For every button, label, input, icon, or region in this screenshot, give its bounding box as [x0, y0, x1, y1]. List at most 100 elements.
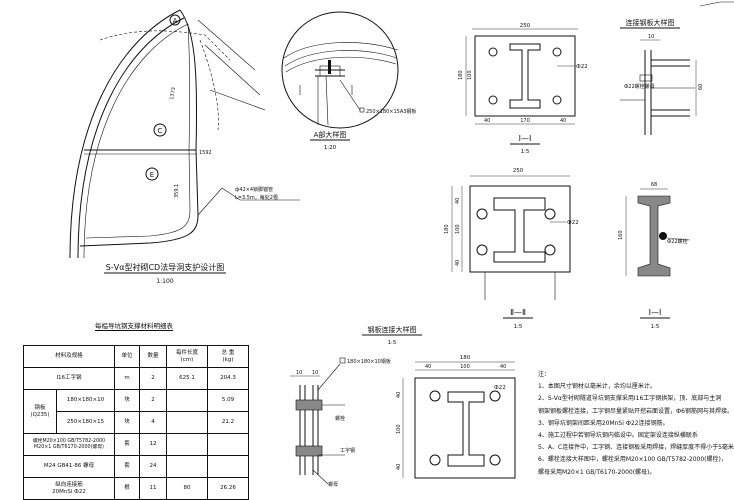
s1-bolt-3 — [488, 95, 498, 105]
anchor-lines — [197, 19, 266, 111]
label-a: A — [173, 17, 178, 25]
table-cell: 5.09 — [207, 389, 249, 412]
s2-outer-dim: 180 — [444, 224, 450, 234]
tunnel-lining-arc — [83, 23, 189, 259]
section-3-ibeam: 68 Ф22螺栓 160 Ⅰ—Ⅰ 1:5 — [618, 182, 691, 330]
table-cell — [166, 389, 208, 412]
table-cell: 24 — [139, 455, 167, 478]
table-row: 钢板 (Q235) 180×180×10 块 2 5.09 — [23, 389, 249, 434]
plate-top-dim-text: 180 — [460, 355, 471, 361]
plate-symbol-2 — [339, 357, 346, 364]
table-group-label: 钢板 (Q235) — [23, 389, 57, 434]
table-cell: 204.3 — [207, 367, 249, 390]
plate-square — [414, 377, 516, 479]
nut-leader — [312, 469, 329, 485]
detail-a-arc-2 — [284, 50, 398, 67]
connect-detail: 连接钢板大样图 10 Ф22螺栓螺母 60 — [620, 18, 704, 135]
plate-side-100: 100 — [396, 424, 402, 434]
plate-detail-plate-label: 180×180×10钢板 — [347, 358, 391, 365]
detail-a-arc-3 — [285, 56, 397, 73]
materials-table: 材料及规格 单位 数量 每件长度 (cm) 总 重 (kg) Ⅰ16工字钢 m … — [23, 345, 249, 500]
guide-wall-upper — [179, 9, 198, 151]
main-view-title: S-Ⅴα型衬砌CD法导洞支护设计图 — [106, 262, 224, 272]
plate-bolt-top — [295, 399, 323, 411]
table-cell: 625.1 — [166, 367, 208, 390]
plate-dim-10a: 10 — [296, 370, 302, 376]
detail-a-arc-1 — [283, 42, 399, 59]
connect-dim-side: 60 — [698, 84, 704, 90]
s3-ibeam — [637, 195, 671, 277]
plate-leader-2 — [317, 363, 341, 391]
table-cell: 180×180×10 — [56, 389, 115, 412]
table-row: Ⅰ16工字钢 m 2 625.1 204.3 — [23, 367, 249, 390]
detail-a-column — [317, 75, 329, 126]
s2-side-40b: 40 — [455, 260, 461, 266]
plate-bolt-bottom — [295, 445, 323, 457]
s3-top-dim-text: 68 — [651, 182, 657, 188]
label-nut: 螺母 — [328, 481, 338, 488]
connect-bolt-label: Ф22螺栓螺母 — [624, 83, 655, 90]
table-cell: 套 — [114, 455, 140, 478]
s1-bolt-2 — [552, 47, 562, 57]
s1-side-dim-2: 100 — [467, 70, 473, 80]
table-cell: Ⅰ16工字钢 — [23, 367, 115, 390]
table-cell — [166, 411, 208, 434]
label-bolt: 螺栓 — [335, 415, 345, 422]
s2-bolt-label: Ф22 — [567, 220, 579, 226]
table-row: 螺栓M20×100 GB/T5782-2000 M20×1 GB/T6170-2… — [23, 433, 249, 456]
plate-dim-10b: 10 — [312, 370, 318, 376]
s1-dim-40b: 40 — [560, 118, 566, 124]
plate-detail-scale: 1:5 — [388, 340, 397, 346]
excavation-dashed-1 — [99, 30, 231, 61]
plate-sides — [299, 385, 319, 475]
s1-dim-170: 170 — [520, 118, 530, 124]
table-title: 每榀导坑钢支撑材料明细表 — [95, 322, 173, 331]
note-item: 钢架钢板螺栓连接，工字钢尽量紧贴开挖岩面设置，Ф6钢筋网与其焊接。 — [538, 407, 733, 415]
connect-plate-vertical — [644, 50, 652, 135]
detail-a-circle — [281, 11, 399, 129]
s2-section-label: Ⅱ—Ⅱ — [510, 308, 526, 317]
s3-side-dim-text: 160 — [618, 230, 624, 240]
plate-ibeam — [447, 391, 485, 467]
s1-top-dim-text: 250 — [520, 23, 531, 29]
table-cell — [166, 433, 208, 456]
tunnel-inner-arc — [77, 17, 185, 259]
plate-bolt-2 — [489, 390, 501, 402]
main-view-scale: 1:100 — [156, 278, 173, 285]
connect-flanges — [651, 59, 690, 117]
note-item: 1、本图尺寸钢材以毫米计，余均以厘米计。 — [538, 383, 656, 391]
s2-scale: 1:5 — [514, 324, 523, 330]
note-item: 2、S-Ⅴα型衬砌隧道导坑钢支撑采用Ⅰ16工字钢拱架，顶、底部与主洞 — [538, 395, 722, 403]
table-cell: 2 — [139, 389, 167, 412]
corner-mark — [699, 1, 734, 7]
s2-bolt-4 — [544, 244, 556, 256]
plate-sub-40b: 40 — [500, 364, 506, 370]
s1-dim-40a: 40 — [484, 118, 490, 124]
table-cell: 21.2 — [207, 411, 249, 434]
engineering-drawing: A C E 1373 1592 359.1 ф42×4锁脚锚管 L=3.5m，每… — [69, 1, 734, 488]
main-tunnel-view: A C E 1373 1592 359.1 ф42×4锁脚锚管 L=3.5m，每… — [69, 9, 300, 285]
dim-1373: 1373 — [169, 87, 177, 101]
plate-bolt-label: Ф22 — [494, 385, 506, 391]
table-header: 总 重 (kg) — [207, 345, 249, 368]
plate-bolt-3 — [429, 454, 441, 466]
section-1-1: 250 Ф22 180 100 40 170 40 Ⅰ—Ⅰ 1:5 — [458, 23, 588, 155]
detail-a-bolt — [328, 60, 331, 74]
section-2-2: 250 Ф22 180 40 100 40 Ⅱ—Ⅱ 1:5 — [444, 168, 579, 330]
notes-block: 注： 1、本图尺寸钢材以毫米计，余均以厘米计。 2、S-Ⅴα型衬砌隧道导坑钢支撑… — [538, 369, 734, 479]
s3-bolt-label: Ф22螺栓 — [667, 238, 688, 245]
dim-359: 359.1 — [174, 184, 180, 198]
plate-detail-title: 钢板连接大样图 — [368, 325, 417, 334]
table-cell: 螺栓M20×100 GB/T5782-2000 M20×1 GB/T6170-2… — [23, 433, 115, 456]
guide-inner-2 — [85, 149, 191, 239]
notes-heading: 注： — [538, 371, 551, 378]
anchor-pipe-spec: ф42×4锁脚锚管 — [235, 186, 273, 193]
table-header-row: 材料及规格 单位 数量 每件长度 (cm) 总 重 (kg) — [23, 345, 249, 368]
table-cell — [207, 455, 249, 478]
guide-inner-1 — [187, 23, 190, 151]
s2-bolt-1 — [476, 208, 488, 220]
table-cell: 套 — [114, 433, 140, 456]
detail-a-title: A部大样图 — [314, 130, 347, 139]
guide-wall-lower — [79, 149, 199, 247]
s2-bolt-3 — [476, 244, 488, 256]
